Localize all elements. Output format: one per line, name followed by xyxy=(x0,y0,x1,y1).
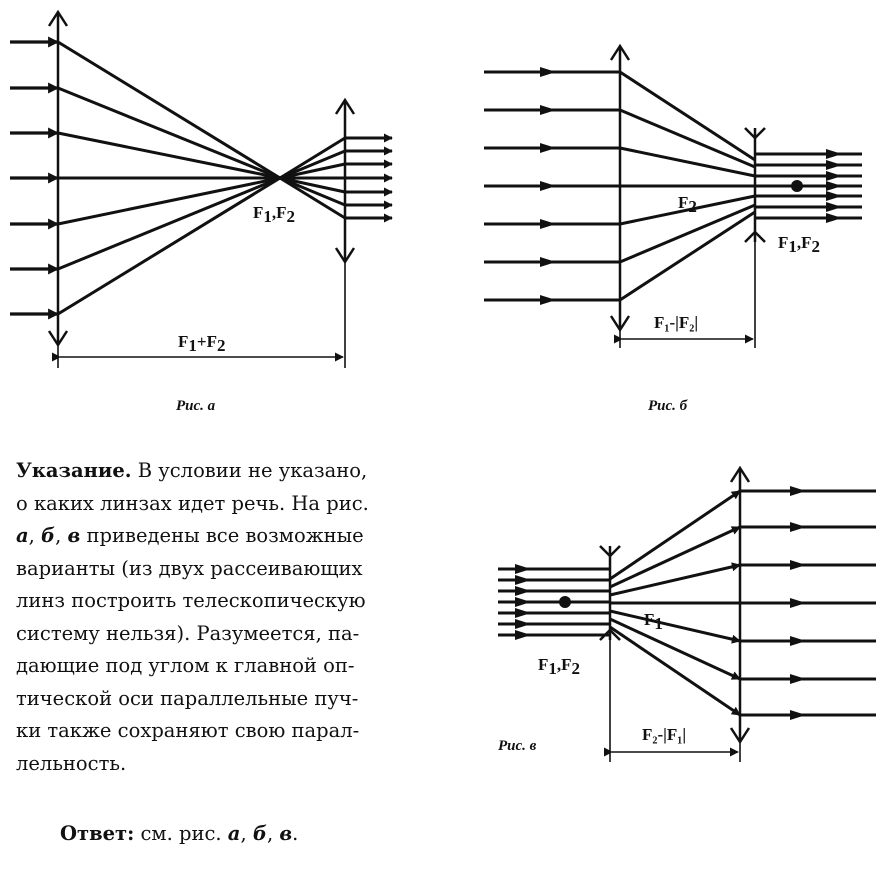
inner-focus-label-c: F1 xyxy=(644,610,663,633)
converging-rays-a xyxy=(57,40,281,316)
figure-b xyxy=(484,43,862,348)
lens-c-1-bottom-marks xyxy=(599,628,621,641)
lens-b-2-top-marks xyxy=(744,127,766,140)
figure-a xyxy=(10,9,393,368)
focus-label-b: F1,F2 xyxy=(778,233,820,256)
hint-paragraph: Указание. В условии не указано, о каких … xyxy=(16,455,466,780)
answer-end: . xyxy=(292,822,299,845)
answer-sep-2: , xyxy=(266,822,280,845)
outgoing-rays-a xyxy=(345,133,393,223)
outgoing-rays-b-arrows xyxy=(826,149,842,223)
inner-focus-label-b: F2 xyxy=(678,193,697,216)
outgoing-rays-c-arrows xyxy=(790,486,806,720)
focus-label-c: F1,F2 xyxy=(538,655,580,678)
focus-label-a: F1,F2 xyxy=(253,203,295,226)
hint-line-1: В условии не указано, xyxy=(131,459,368,482)
outgoing-rays-c xyxy=(740,489,876,717)
hint-sep-2: , xyxy=(55,524,68,547)
answer-line: Ответ: см. рис. а, б, в. xyxy=(60,822,298,845)
incoming-rays-c xyxy=(498,567,610,637)
answer-ref-c: в xyxy=(279,822,293,845)
focus-dot-c xyxy=(559,596,571,608)
hint-line-6: систему нельзя). Разумеется, па- xyxy=(16,621,360,645)
caption-c: Рис. в xyxy=(498,738,537,754)
figure-c xyxy=(498,465,876,762)
hint-line-10: лельность. xyxy=(16,751,127,775)
hint-ref-a: а xyxy=(16,524,29,547)
answer-text: см. рис. xyxy=(134,822,228,845)
lens-b-1-top-arrow xyxy=(609,43,631,61)
incoming-rays-c-arrows xyxy=(515,564,531,640)
dimension-label-b: F₁-|F₂| xyxy=(654,313,698,332)
hint-title: Указание. xyxy=(16,459,132,482)
hint-line-8: тической оси параллельные пуч- xyxy=(16,686,359,710)
lens-c-1-top-marks xyxy=(599,545,621,558)
converging-rays-b xyxy=(619,70,756,302)
answer-ref-b: б xyxy=(252,822,267,845)
hint-line-9: ки также сохраняют свою парал- xyxy=(16,719,360,742)
diverging-rays-a xyxy=(279,136,346,220)
hint-line-4: варианты (из двух рассеивающих xyxy=(16,556,363,580)
answer-sep-1: , xyxy=(240,822,253,845)
dimension-label-a: F1+F2 xyxy=(178,332,225,355)
hint-line-7: дающие под углом к главной оп- xyxy=(16,654,355,677)
diverging-rays-c xyxy=(609,489,741,717)
hint-line-2: о каких линзах идет речь. На рис. xyxy=(16,491,369,515)
hint-ref-c: в xyxy=(67,524,81,547)
answer-ref-a: а xyxy=(227,822,241,845)
dimension-label-c: F₂-|F₁| xyxy=(642,725,686,744)
lens-c-2-top-arrow xyxy=(729,465,751,483)
answer-title: Ответ: xyxy=(60,822,135,845)
incoming-rays-a xyxy=(10,36,60,320)
incoming-rays-b-arrows xyxy=(540,67,556,305)
focus-dot-b xyxy=(791,180,803,192)
caption-a: Рис. а xyxy=(176,398,216,414)
hint-ref-b: б xyxy=(41,524,56,547)
outgoing-rays-b xyxy=(755,152,862,220)
hint-sep-1: , xyxy=(28,524,42,547)
lens-a-2-top-arrow xyxy=(334,97,356,115)
hint-line-5: линз построить телескопическую xyxy=(16,589,366,612)
hint-line-3: приведены все возможные xyxy=(80,524,364,547)
lens-b-2-bottom-marks xyxy=(744,230,766,243)
lens-a-1-top-arrow xyxy=(47,9,69,27)
caption-b: Рис. б xyxy=(648,398,688,414)
